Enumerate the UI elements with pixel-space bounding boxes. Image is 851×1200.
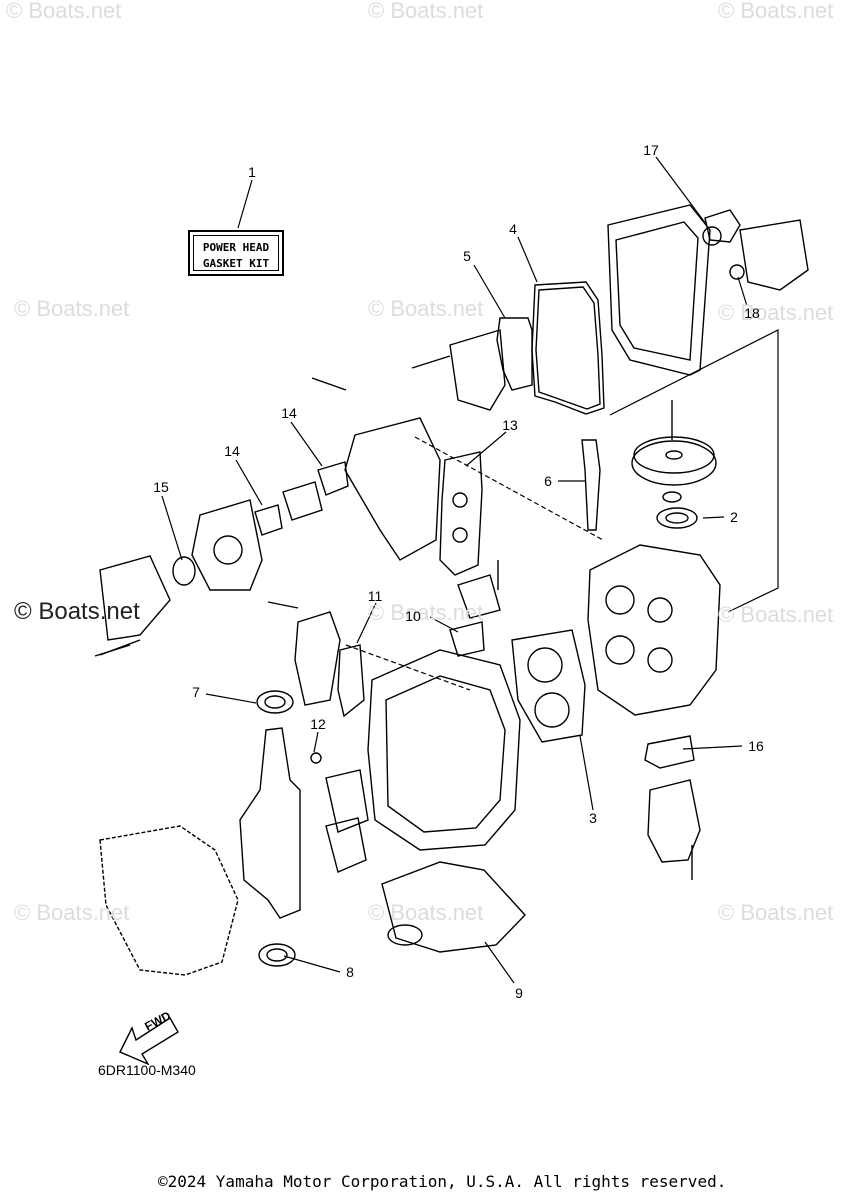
exhaust-cover [607,204,711,376]
leader-11 [356,602,377,644]
callout-11: 11 [367,588,383,604]
fwd-arrow [119,1017,179,1066]
o-ring-18 [729,264,745,280]
leader-4 [517,236,538,283]
callout-4: 4 [509,221,517,237]
carburetor [191,499,263,591]
callout-1: 1 [248,164,256,180]
intake-manifold [344,417,441,561]
leader-12 [313,731,319,753]
gasket-4 [531,281,605,415]
callout-10: 10 [405,608,421,624]
gasket-kit-label: POWER HEAD GASKET KIT [188,230,284,276]
cylinder-head [587,544,721,716]
kit-label-line1: POWER HEAD [202,241,270,254]
leader-16 [682,745,743,750]
leader-1 [237,179,253,229]
cylinder-block [367,649,521,851]
watermark: © Boats.net [14,296,130,321]
oil-pump [647,779,701,863]
watermark: © Boats.net [14,598,140,625]
silencer [99,555,171,641]
leader-14b [235,459,263,506]
callout-17: 17 [643,142,659,158]
gasket-11 [337,644,365,718]
callout-16: 16 [748,738,764,754]
watermark: © Boats.net [718,0,834,23]
circlip-12 [310,752,322,764]
callout-14a: 14 [281,405,297,421]
piston-b [325,817,367,873]
leader-9 [484,941,515,984]
callout-9: 9 [515,985,523,1001]
gasket-16 [644,735,695,769]
crankshaft [239,727,301,919]
callout-12: 12 [310,716,326,732]
callout-6: 6 [544,473,552,489]
callout-14b: 14 [224,443,240,459]
leader-8 [283,955,341,973]
gasket-9 [381,861,526,953]
piston-a [325,769,369,833]
callout-8: 8 [346,964,354,980]
oil-seal-8 [258,943,296,967]
watermark: © Boats.net [368,296,484,321]
gasket-14b [254,504,283,536]
leader-7 [205,693,257,704]
callout-18: 18 [744,305,760,321]
watermark: © Boats.net [368,600,484,625]
leader-14a [290,421,323,467]
watermark: © Boats.net [718,900,834,925]
leader-13 [465,431,507,467]
callout-7: 7 [192,684,200,700]
thermostat-cap [704,209,741,243]
leader-2 [702,516,725,519]
insulator [282,481,323,521]
valve-6 [581,439,601,531]
copyright-notice: ©2024 Yamaha Motor Corporation, U.S.A. A… [158,1172,727,1191]
watermark: © Boats.net [718,300,834,325]
watermark: © Boats.net [718,602,834,627]
leader-17 [655,156,707,225]
callout-5: 5 [463,248,471,264]
watermark: © Boats.net [6,0,122,23]
callout-13: 13 [502,417,518,433]
o-ring-17 [702,226,722,246]
gasket-5 [496,317,533,391]
o-ring-15 [172,556,196,586]
flywheel [631,440,717,486]
callout-3: 3 [589,810,597,826]
watermark: © Boats.net [368,900,484,925]
gasket-13 [439,451,483,576]
kit-label-line2: GASKET KIT [202,257,270,270]
gasket-14a [317,461,349,496]
leader-18 [737,276,748,307]
diagram-code: 6DR1100-M340 [98,1062,196,1078]
callout-2: 2 [730,509,738,525]
leader-15 [161,495,183,561]
leader-3 [579,735,594,811]
oil-seal-2 [656,507,698,529]
oil-seal-7 [256,690,294,714]
cover-right [739,219,809,291]
callout-15: 15 [153,479,169,495]
watermark: © Boats.net [368,0,484,23]
exhaust-plate-11 [294,611,341,706]
leader-5 [473,264,506,319]
crankcase [99,825,239,976]
gasket-10 [449,621,485,657]
head-gasket-3 [511,629,586,743]
watermark: © Boats.net [14,900,130,925]
